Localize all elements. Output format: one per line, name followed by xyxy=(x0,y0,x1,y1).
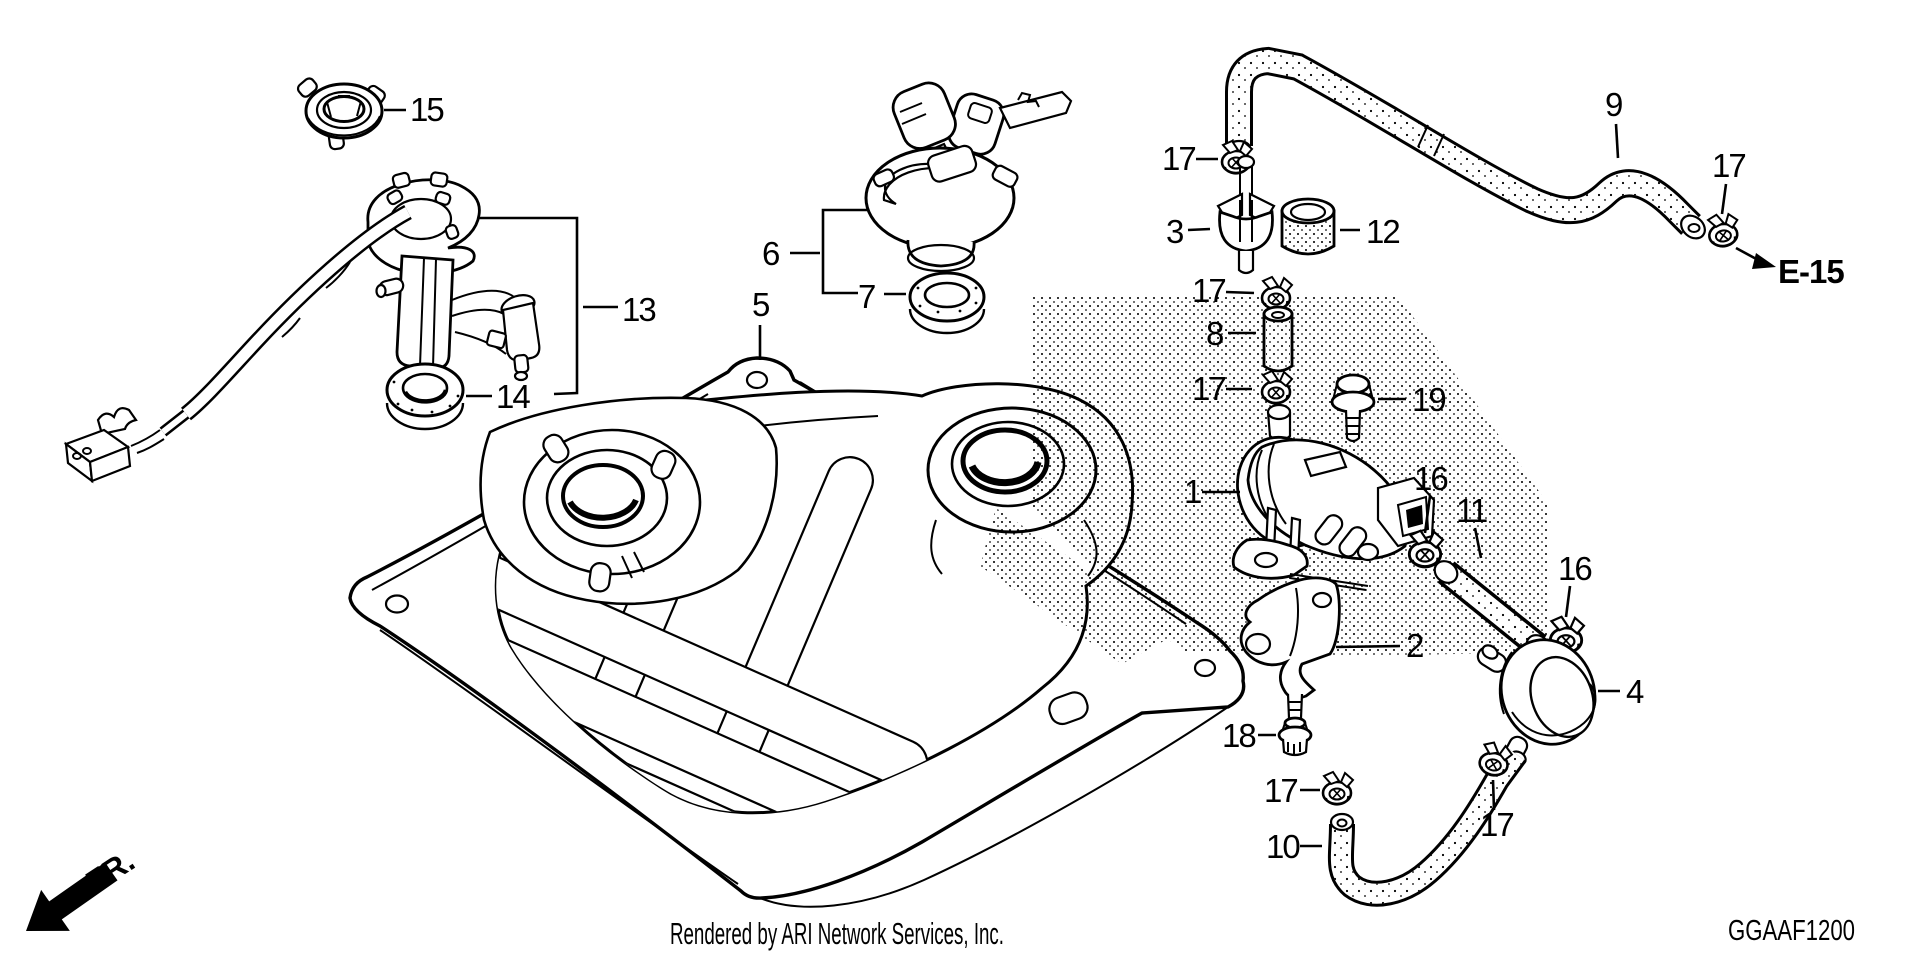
fuel-filter-part4 xyxy=(1476,638,1597,766)
tank-hole-left xyxy=(384,594,410,614)
valve-slot xyxy=(1303,450,1348,478)
callout-16b[interactable]: 16 xyxy=(1558,550,1593,587)
bracket-part2 xyxy=(1239,576,1341,723)
diagram-code: GGAAF1200 xyxy=(1728,915,1855,947)
valve-body xyxy=(1246,438,1409,561)
wire-grommet xyxy=(96,407,138,436)
harness-connector xyxy=(63,428,132,484)
callout-17c[interactable]: 17 xyxy=(1192,370,1227,407)
callout-7[interactable]: 7 xyxy=(858,278,877,315)
valve-connector xyxy=(1376,476,1436,548)
valve-assembly-part1 xyxy=(1231,435,1436,591)
arrowhead xyxy=(1752,253,1776,269)
grommet-part12 xyxy=(1280,197,1336,256)
callout-5[interactable]: 5 xyxy=(752,286,771,323)
callout-17f[interactable]: 17 xyxy=(1712,147,1747,184)
tank-hole-right xyxy=(1193,658,1217,678)
callout-14[interactable]: 14 xyxy=(496,378,532,415)
bolt-part18 xyxy=(1277,716,1313,757)
footer-credit: Rendered by ARI Network Services, Inc. xyxy=(670,916,1004,951)
pump-canister xyxy=(395,254,455,370)
fuel-sender xyxy=(485,294,541,382)
tank-pump-mount xyxy=(479,396,778,606)
callout-10[interactable]: 10 xyxy=(1266,828,1302,865)
callout-16a[interactable]: 16 xyxy=(1414,460,1449,497)
key-2 xyxy=(947,90,1073,156)
tube-part8 xyxy=(1262,305,1294,373)
callout-9[interactable]: 9 xyxy=(1605,86,1624,123)
cap-gasket-part7 xyxy=(908,271,986,335)
joint-pipe xyxy=(1266,403,1292,442)
callout-18[interactable]: 18 xyxy=(1222,717,1257,754)
reference-label: E-15 xyxy=(1778,253,1844,290)
bolt-part19 xyxy=(1330,373,1376,443)
callout-15[interactable]: 15 xyxy=(410,91,445,128)
harness-wires xyxy=(130,429,165,454)
clip-17f xyxy=(1705,210,1743,250)
callout-8[interactable]: 8 xyxy=(1206,315,1225,352)
strainer-part3 xyxy=(1216,154,1276,275)
front-direction-marker: FR. xyxy=(26,843,141,931)
leader-lines xyxy=(384,108,906,398)
callout-11[interactable]: 11 xyxy=(1456,492,1489,529)
tank-slot-bottom xyxy=(1048,691,1089,726)
callout-12[interactable]: 12 xyxy=(1366,213,1401,250)
callout-13[interactable]: 13 xyxy=(622,291,657,328)
fuel-pump-assembly-part13 xyxy=(63,171,541,484)
clip-17d xyxy=(1321,770,1355,806)
callout-2[interactable]: 2 xyxy=(1406,627,1425,664)
reference-e15[interactable]: E-15 xyxy=(1735,246,1845,290)
fuel-hose-part9 xyxy=(1225,46,1706,240)
valve-foot xyxy=(1231,506,1369,591)
lock-ring-part15 xyxy=(296,77,386,151)
clip-17b xyxy=(1260,275,1294,311)
callout-1[interactable]: 1 xyxy=(1184,473,1203,510)
callout-19[interactable]: 19 xyxy=(1412,381,1447,418)
callout-17a[interactable]: 17 xyxy=(1162,140,1197,177)
callout-17b[interactable]: 17 xyxy=(1192,272,1227,309)
callout-3[interactable]: 3 xyxy=(1166,213,1185,250)
tube-part11 xyxy=(1433,560,1551,658)
callout-6[interactable]: 6 xyxy=(762,235,781,272)
callout-17d[interactable]: 17 xyxy=(1264,772,1299,809)
callout-4[interactable]: 4 xyxy=(1626,673,1646,710)
fuel-hose-part10 xyxy=(1327,746,1527,907)
fuel-cap-part6 xyxy=(864,81,1073,273)
fr-arrow-icon xyxy=(26,862,118,931)
callout-17e[interactable]: 17 xyxy=(1480,806,1515,843)
seal-ring-part14 xyxy=(385,362,465,431)
tank-hole-top xyxy=(745,370,769,390)
callouts-layer: 15 13 14 6 7 5 9 17 3 12 17 8 17 19 1 16… xyxy=(410,86,1845,865)
